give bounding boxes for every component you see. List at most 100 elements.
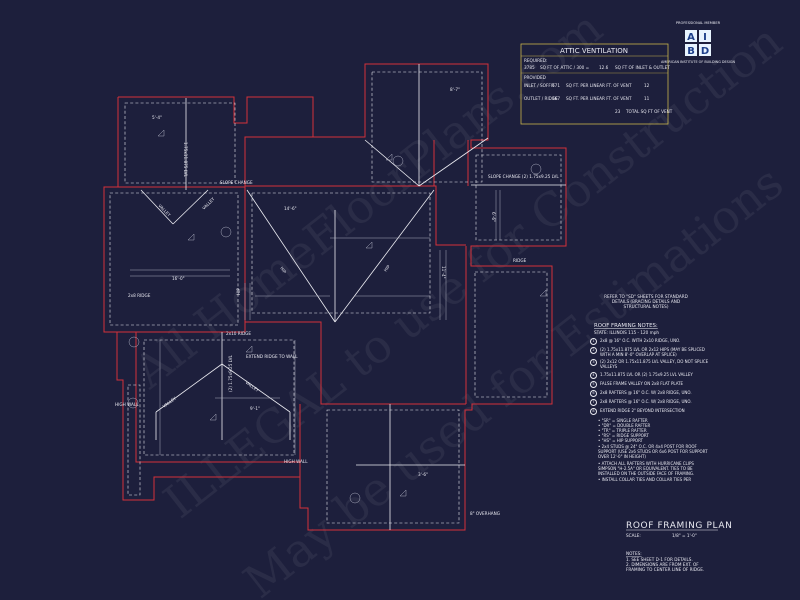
label-ridge: RIDGE	[513, 258, 527, 263]
label-2x8-ridge: 2x8 RIDGE	[128, 293, 151, 298]
framing-legend-item: • "SR" = SINGLE RAFTER	[598, 417, 648, 423]
scale-label: SCALE:	[626, 533, 641, 538]
attic-total-value: 23	[615, 109, 621, 114]
attic-required-unit: SQ FT OF INLET & OUTLET	[615, 65, 670, 70]
framing-note-paragraph: • INSTALL COLLAR TIES AND COLLAR TIES PE…	[598, 477, 692, 482]
dim-label: 8'-7"	[450, 87, 460, 92]
label-slope-change: SLOPE CHANGE	[220, 180, 253, 185]
label-slope-change-lvl: SLOPE CHANGE (2) 1.75x9.25 LVL	[488, 174, 559, 179]
framing-note-text: 2x8 @ 16" O.C. WITH 2x10 RIDGE, UNO.	[600, 338, 681, 343]
attic-row-value: 671	[552, 83, 560, 88]
attic-row-total: 12	[644, 83, 650, 88]
logo-letter: B	[687, 46, 695, 57]
attic-required-result: 12.6	[599, 65, 609, 70]
framing-tag	[349, 492, 361, 504]
logo-letter: A	[687, 32, 695, 43]
dim-label: 16'-0"	[172, 276, 185, 281]
framing-note-text: FALSE FRAME VALLEY ON 2x8 FLAT PLATE	[600, 380, 684, 386]
dim-label: 11'-4"	[441, 266, 446, 279]
notes-item: 2. DIMENSIONS ARE FROM EXT. OF FRAMING T…	[626, 562, 705, 572]
label-valley: VALLEY	[162, 395, 178, 408]
framing-legend-item: • "RS" = RIDGE SUPPORT	[598, 432, 649, 438]
attic-row-total: 11	[644, 96, 650, 101]
logo-top-text: PROFESSIONAL MEMBER	[676, 21, 721, 25]
ridge-detail-strips	[130, 190, 501, 455]
attic-row-unit: SQ FT. PER LINEAR FT. OF VENT	[566, 96, 632, 101]
standard-details-text: REFER TO "SD" SHEETS FOR STANDARD DETAIL…	[604, 294, 688, 310]
framing-tag	[392, 155, 404, 167]
framing-notes-title: ROOF FRAMING NOTES:	[594, 323, 658, 329]
framing-note-text: 2x8 RAFTERS @ 16" O.C. W/ 2x8 RIDGE, UNO…	[600, 389, 692, 395]
framing-note-text: (2) 2x12 OR 1.75x11.875 LVL VALLEY, DO N…	[600, 359, 709, 370]
circle-tags	[127, 155, 542, 504]
framing-tag	[220, 226, 232, 238]
framing-legend-item: • "HS" = HIP SUPPORT	[598, 437, 643, 443]
framing-tag	[128, 336, 140, 348]
logo-bottom-text: AMERICAN INSTITUTE OF BUILDING DESIGN	[661, 60, 735, 64]
notes-title: NOTES:	[626, 551, 642, 556]
dim-label: 9'-1"	[250, 406, 260, 411]
aibd-logo: PROFESSIONAL MEMBER A I B D AMERICAN INS…	[661, 21, 735, 64]
attic-required-label: REQUIRED:	[524, 58, 547, 63]
attic-ventilation-table: ATTIC VENTILATION REQUIRED: 3785 SQ FT O…	[520, 43, 673, 125]
framing-note-text: EXTEND RIDGE 2" BEYOND INTERSECTION	[600, 408, 685, 414]
framing-note-number: 8	[590, 408, 597, 416]
label-2x10-ridge: 2x10 RIDGE	[226, 331, 251, 336]
framing-note-number: 5	[590, 380, 597, 388]
framing-tag	[530, 163, 542, 175]
drawing-title-block: ROOF FRAMING PLAN SCALE: 1/8" = 1'-0"	[626, 521, 732, 538]
attic-required-sqft: 3785	[524, 65, 535, 70]
framing-note-number: 1	[590, 338, 597, 345]
framing-legend-item: • "TR" = TRIPLE RAFTER	[598, 427, 647, 433]
framing-tag	[127, 397, 139, 409]
label-overhang: 8" OVERHANG	[470, 511, 500, 516]
roof-framing-notes: ROOF FRAMING NOTES: STATE: ILLINOIS 115 …	[590, 323, 710, 482]
framing-note-item: 3(2) 2x12 OR 1.75x11.875 LVL VALLEY, DO …	[590, 359, 710, 369]
label-extend-ridge: EXTEND RIDGE TO WALL	[246, 354, 298, 359]
attic-total-label: TOTAL SQ FT OF VENT	[625, 109, 673, 114]
notes-item: 1. SEE SHEET D-1 FOR DETAILS.	[626, 557, 693, 562]
dim-label: 6'-6"	[491, 212, 496, 222]
label-lvl-beam: 1.75x11.875 LVL	[183, 142, 188, 178]
notes-block: NOTES: 1. SEE SHEET D-1 FOR DETAILS. 2. …	[626, 551, 705, 572]
logo-letter: D	[701, 46, 709, 57]
dim-label: 14'-6"	[284, 206, 297, 211]
label-hip: HIP	[279, 266, 287, 275]
plan-labels: SLOPE CHANGE SLOPE CHANGE (2) 1.75x9.25 …	[115, 87, 559, 516]
label-hip: HIP	[383, 264, 391, 273]
logo-letter: I	[703, 32, 707, 43]
attic-row-label: INLET / SOFFIT	[524, 83, 555, 88]
attic-required-line: SQ FT OF ATTIC / 300 =	[540, 65, 590, 70]
attic-row-unit: SQ FT. PER LINEAR FT. OF VENT	[566, 83, 632, 88]
drawing-title: ROOF FRAMING PLAN	[626, 521, 732, 531]
attic-row-value: 167	[552, 96, 560, 101]
standard-details-note: REFER TO "SD" SHEETS FOR STANDARD DETAIL…	[604, 294, 688, 310]
label-high-wall: HIGH WALL	[115, 402, 139, 407]
pitch-symbols	[157, 129, 547, 497]
framing-note-number: 6	[590, 389, 597, 397]
label-hip: HIP	[236, 288, 241, 295]
roof-outline	[103, 63, 567, 531]
label-lvl-beam: (2) 1.75x9.25 LVL	[228, 355, 233, 392]
framing-lines	[140, 64, 566, 530]
framing-note-text: (2) 1.75x11.875 LVL OR 2x12 HIPS (MAY BE…	[600, 347, 705, 358]
framing-note-number: 3	[590, 359, 597, 367]
dim-label: 3'-6"	[418, 472, 428, 477]
dim-label: 5'-4"	[152, 115, 162, 120]
framing-note-text: 2x8 RAFTERS @ 16" O.C. W/ 2x8 RIDGE, UNO…	[600, 399, 692, 405]
framing-note-number: 7	[590, 399, 597, 407]
wall-lines-dashed	[109, 71, 562, 524]
attic-title: ATTIC VENTILATION	[560, 47, 628, 55]
attic-row-label: OUTLET / RIDGE	[524, 96, 558, 101]
framing-note-item: 2(2) 1.75x11.875 LVL OR 2x12 HIPS (MAY B…	[590, 347, 710, 357]
framing-note-number: 4	[590, 371, 597, 379]
framing-note-paragraph: • ATTACH ALL RAFTERS WITH HURRICANE CLIP…	[598, 460, 695, 476]
